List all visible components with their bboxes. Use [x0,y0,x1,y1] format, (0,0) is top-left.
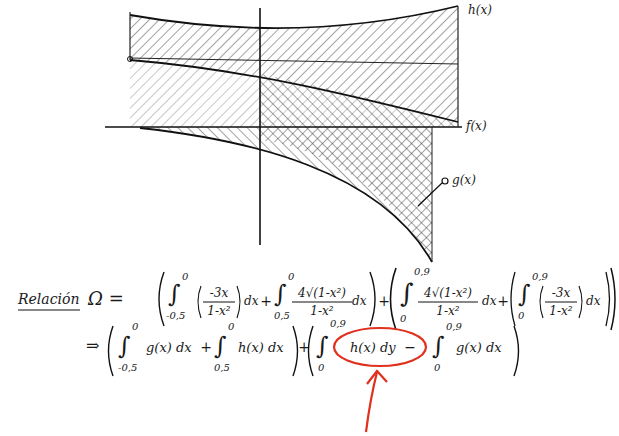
math-label: 0,5 [214,363,230,373]
math-label: + [260,294,272,308]
math-label: 1-x² [436,305,459,317]
math-label: h(x) [468,4,492,16]
math-label: + [298,340,310,354]
boundary-line [457,6,458,127]
point-marker [442,178,448,184]
curve-g [140,128,432,262]
math-label: h(x) dy [350,341,396,354]
math-label: g(x) [452,174,476,186]
math-label: -3x [210,287,228,299]
highlight-arrow [366,372,377,432]
bracket [511,272,515,326]
fraction-bar [203,302,235,303]
math-label: 0,9 [330,319,346,329]
math-label: ∫ [432,334,445,358]
boundary-line [432,127,433,262]
math-label: ∫ [118,334,131,358]
math-label: 1-x² [549,305,572,317]
math-label: 0 [288,272,294,282]
bracket [237,286,240,318]
math-label: dx [586,295,600,307]
math-label: 0 [518,311,524,321]
bracket [370,272,375,326]
math-label: g(x) dx [456,341,502,354]
y-axis [259,8,261,245]
math-label: 0 [228,322,234,332]
leader-line [418,183,442,206]
underline [18,310,80,311]
bracket [109,326,114,376]
hatched-region [260,127,432,262]
math-label: ∫ [214,334,227,358]
math-label: 1-x² [207,305,230,317]
math-label: h(x) dx [238,341,284,354]
math-label: 0 [400,314,406,324]
math-label: ∫ [168,282,181,306]
bracket [514,326,519,376]
math-label: 0,9 [414,267,430,277]
math-label: dx [352,295,366,307]
math-label: + [497,294,509,308]
math-label: ∫ [518,282,531,306]
highlight-circle [334,328,426,366]
point-marker [128,57,133,62]
math-label: g(x) dx [146,341,192,354]
math-label: 0,5 [274,311,290,321]
math-label: Ω = [88,290,124,308]
bracket [198,286,201,318]
boundary-line [129,12,130,60]
math-label: + [378,294,390,308]
math-label: 0,9 [446,322,462,332]
hatched-region [140,127,432,262]
math-label: dx [244,295,258,307]
bracket [293,326,298,376]
fraction-bar [545,302,577,303]
bracket [611,268,615,330]
math-label: 4√(1-x²) [298,287,346,299]
fraction-bar [292,302,352,303]
arrow-head [367,371,387,384]
math-label: 0,9 [532,272,548,282]
curve-f [130,60,458,122]
fraction-bar [418,302,478,303]
math-label: − [404,340,416,354]
bracket [391,268,397,330]
x-axis [105,126,462,128]
math-label: dx [482,295,496,307]
math-label: 0 [434,363,440,373]
math-label: -0,5 [118,363,137,373]
math-label: ⇒ [86,338,99,354]
math-label: -0,5 [166,311,185,321]
math-label: 0 [182,272,188,282]
math-label: + [200,340,212,354]
math-label: 1-x² [310,305,333,317]
math-label: -3x [552,287,570,299]
curve-h [130,6,458,28]
hatched-region [130,60,458,127]
math-label: 0 [318,363,324,373]
math-label: ∫ [316,334,329,358]
math-label: f(x) [466,120,487,132]
math-label: 0 [132,322,138,332]
math-label: ∫ [400,280,414,306]
bracket [606,272,610,326]
math-label: Relación [18,292,79,306]
guide-line [130,58,458,64]
math-label: ∫ [274,282,287,306]
bracket [159,272,164,326]
bracket [579,286,582,318]
bracket [540,286,543,318]
math-label: 4√(1-x²) [424,287,472,299]
